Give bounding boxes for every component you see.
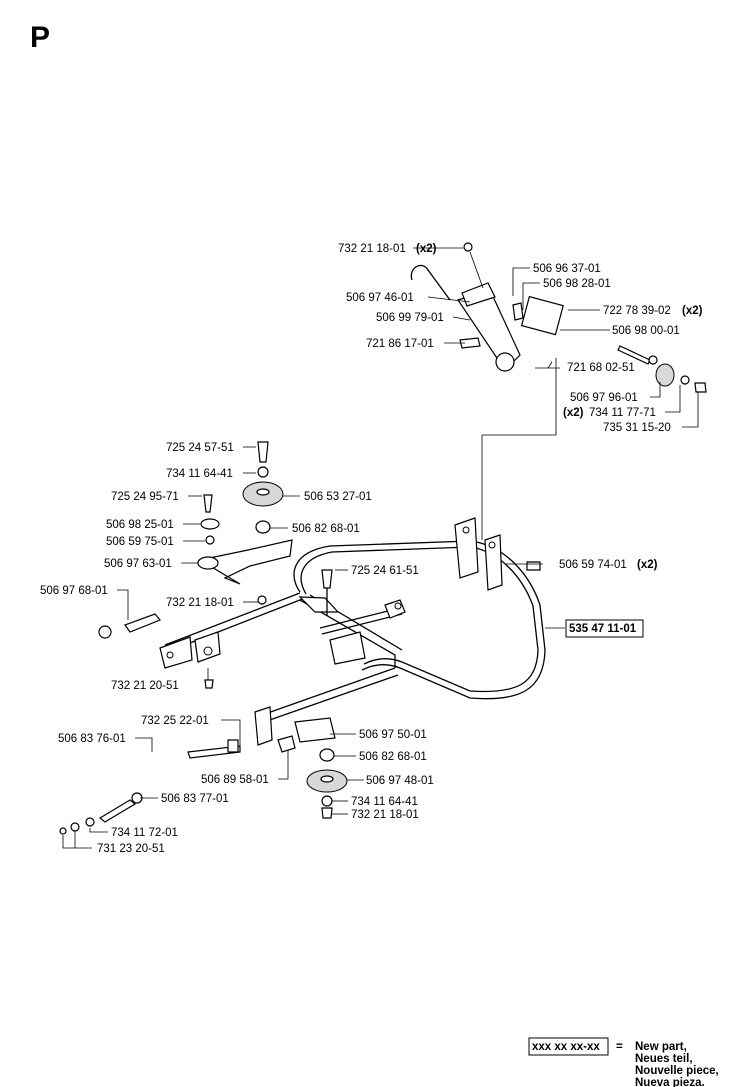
leader-lines <box>62 247 699 849</box>
label-732-21-20-51: 732 21 20-51 <box>111 680 179 692</box>
label-506-97-63-01: 506 97 63-01 <box>104 558 172 570</box>
frame-part-box <box>565 619 644 638</box>
qty-732-21-18-01: (x2) <box>416 243 437 255</box>
label-725-24-61-51: 725 24 61-51 <box>351 565 419 577</box>
label-506-96-37-01: 506 96 37-01 <box>533 263 601 275</box>
label-506-99-79-01: 506 99 79-01 <box>376 312 444 324</box>
qty-506-59-74-01: (x2) <box>637 559 658 571</box>
qty-722-78-39-02: (x2) <box>682 305 703 317</box>
label-735-31-15-20: 735 31 15-20 <box>603 422 671 434</box>
part-labels: 732 21 18-01 (x2) 506 96 37-01 506 98 28… <box>40 243 703 855</box>
label-732-21-18-01-bot: 732 21 18-01 <box>351 809 419 821</box>
label-506-59-74-01: 506 59 74-01 <box>559 559 627 571</box>
label-506-59-75-01: 506 59 75-01 <box>106 536 174 548</box>
label-506-97-46-01: 506 97 46-01 <box>346 292 414 304</box>
label-734-11-64-41-a: 734 11 64-41 <box>166 468 233 480</box>
label-731-23-20-51: 731 23 20-51 <box>97 843 165 855</box>
label-725-24-95-71: 725 24 95-71 <box>111 491 179 503</box>
frame-part-number: 535 47 11-01 <box>569 623 637 635</box>
label-734-11-64-41-b: 734 11 64-41 <box>351 796 418 808</box>
label-506-98-28-01: 506 98 28-01 <box>543 278 611 290</box>
label-732-21-18-01-mid: 732 21 18-01 <box>166 597 234 609</box>
label-506-97-68-01: 506 97 68-01 <box>40 585 108 597</box>
label-722-78-39-02: 722 78 39-02 <box>603 305 671 317</box>
label-506-98-00-01: 506 98 00-01 <box>612 325 680 337</box>
legend-line-1: New part, <box>635 1041 687 1053</box>
lower-pulley-group <box>294 561 541 819</box>
left-pulley-group <box>98 441 293 689</box>
mower-frame <box>159 517 546 746</box>
label-732-25-22-01: 732 25 22-01 <box>141 715 209 727</box>
qty-734-11-77-71: (x2) <box>563 407 584 419</box>
label-506-97-50-01: 506 97 50-01 <box>359 729 427 741</box>
legend-line-2: Neues teil, <box>635 1053 693 1065</box>
label-734-11-72-01: 734 11 72-01 <box>111 827 178 839</box>
label-506-97-48-01: 506 97 48-01 <box>366 775 434 787</box>
label-506-97-96-01: 506 97 96-01 <box>570 392 638 404</box>
legend-equals: = <box>616 1041 623 1053</box>
legend-line-4: Nueva pieza. <box>635 1077 705 1087</box>
tension-group <box>59 735 296 835</box>
label-506-82-68-01-b: 506 82 68-01 <box>359 751 427 763</box>
label-732-21-18-01-top: 732 21 18-01 <box>338 243 406 255</box>
label-725-24-57-51: 725 24 57-51 <box>166 442 234 454</box>
label-506-83-76-01: 506 83 76-01 <box>58 733 126 745</box>
legend-line-3: Nouvelle piece, <box>635 1065 719 1077</box>
legend-code: xxx xx xx-xx <box>532 1041 600 1053</box>
legend: xxx xx xx-xx = New part, Neues teil, Nou… <box>528 1037 719 1087</box>
label-506-53-27-01: 506 53 27-01 <box>304 491 372 503</box>
label-506-83-77-01: 506 83 77-01 <box>161 793 229 805</box>
label-721-68-02-51: 721 68 02-51 <box>567 362 635 374</box>
legend-code-box <box>528 1037 609 1056</box>
pedal-assembly <box>410 242 707 393</box>
label-506-98-25-01: 506 98 25-01 <box>106 519 174 531</box>
label-721-86-17-01: 721 86 17-01 <box>366 338 434 350</box>
label-506-89-58-01: 506 89 58-01 <box>201 774 269 786</box>
label-506-82-68-01-a: 506 82 68-01 <box>292 523 360 535</box>
label-734-11-77-71: 734 11 77-71 <box>589 407 656 419</box>
section-letter: P <box>30 21 50 54</box>
